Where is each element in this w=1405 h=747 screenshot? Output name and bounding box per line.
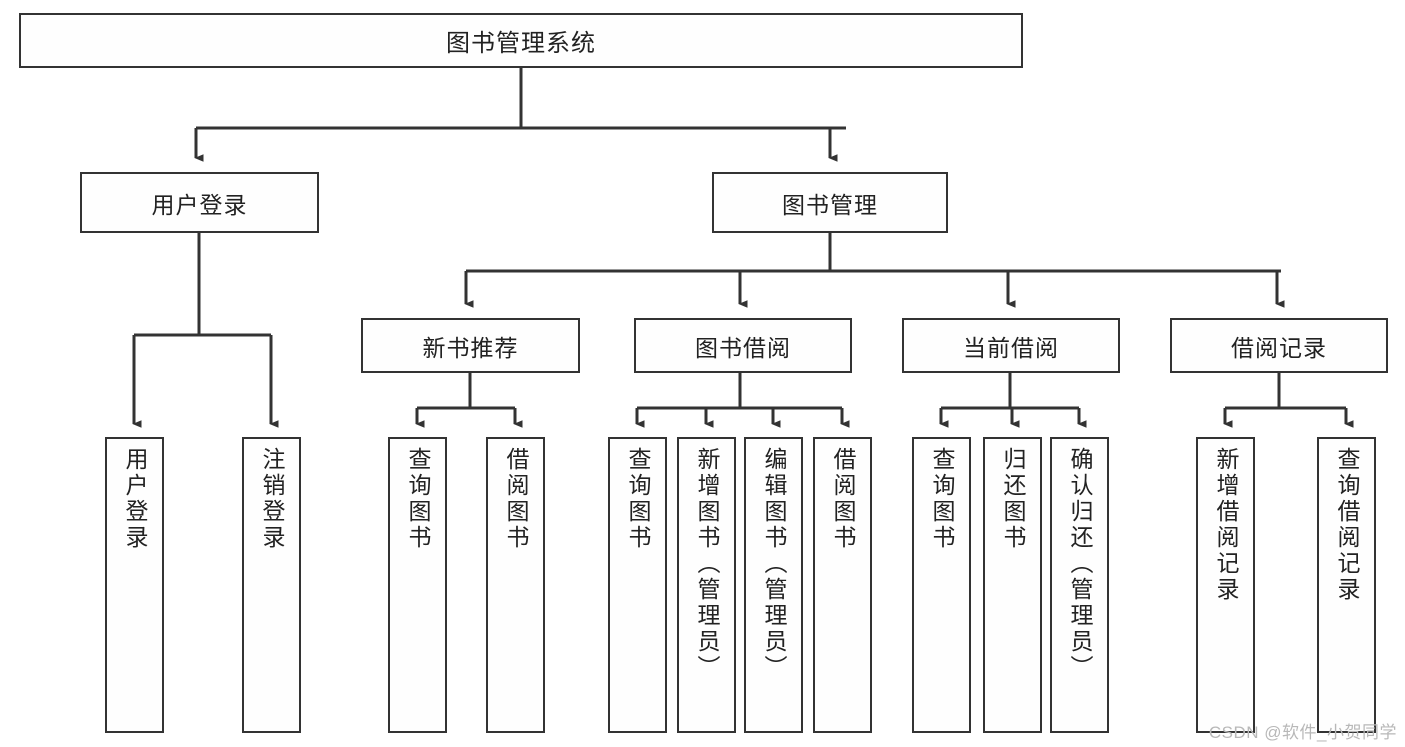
node-label: 图书借阅 [695,334,791,361]
node-label: 用户登录 [151,191,248,218]
node-user-login[interactable]: 用户登录 [80,172,319,233]
leaf-record-query[interactable]: 查询借阅记录 [1317,437,1376,733]
node-root-system[interactable]: 图书管理系统 [19,13,1023,68]
leaf-new-book-query[interactable]: 查询图书 [388,437,447,733]
node-label: 确认归还（管理员） [1067,447,1093,681]
node-label: 当前借阅 [963,334,1059,361]
leaf-user-login[interactable]: 用户登录 [105,437,164,733]
watermark: CSDN @软件_小贺同学 [1208,723,1397,742]
node-label: 新书推荐 [422,334,519,361]
node-label: 借阅记录 [1231,334,1327,361]
leaf-borrow-book[interactable]: 借阅图书 [813,437,872,733]
node-label: 用户登录 [122,447,148,551]
node-label: 查询图书 [625,447,651,551]
node-book-management[interactable]: 图书管理 [712,172,948,233]
node-label: 新增借阅记录 [1213,447,1239,603]
leaf-current-query-book[interactable]: 查询图书 [912,437,971,733]
node-label: 新增图书（管理员） [694,447,720,681]
node-label: 查询借阅记录 [1334,447,1360,603]
leaf-logout[interactable]: 注销登录 [242,437,301,733]
node-borrow-record[interactable]: 借阅记录 [1170,318,1388,373]
leaf-current-confirm-return-admin[interactable]: 确认归还（管理员） [1050,437,1109,733]
node-label: 查询图书 [929,447,955,551]
node-label: 查询图书 [405,447,431,551]
node-label: 借阅图书 [830,447,856,551]
node-label: 图书管理系统 [446,30,596,57]
node-label: 注销登录 [259,447,285,551]
node-label: 图书管理 [782,191,878,218]
node-current-borrow[interactable]: 当前借阅 [902,318,1120,373]
node-label: 归还图书 [1000,447,1026,551]
leaf-new-book-borrow[interactable]: 借阅图书 [486,437,545,733]
leaf-current-return-book[interactable]: 归还图书 [983,437,1042,733]
node-label: 编辑图书（管理员） [761,447,787,681]
leaf-borrow-add-book-admin[interactable]: 新增图书（管理员） [677,437,736,733]
leaf-borrow-query-book[interactable]: 查询图书 [608,437,667,733]
node-new-book-recommend[interactable]: 新书推荐 [361,318,580,373]
leaf-record-add[interactable]: 新增借阅记录 [1196,437,1255,733]
node-book-borrow[interactable]: 图书借阅 [634,318,852,373]
leaf-borrow-edit-book-admin[interactable]: 编辑图书（管理员） [744,437,803,733]
node-label: 借阅图书 [503,447,529,551]
